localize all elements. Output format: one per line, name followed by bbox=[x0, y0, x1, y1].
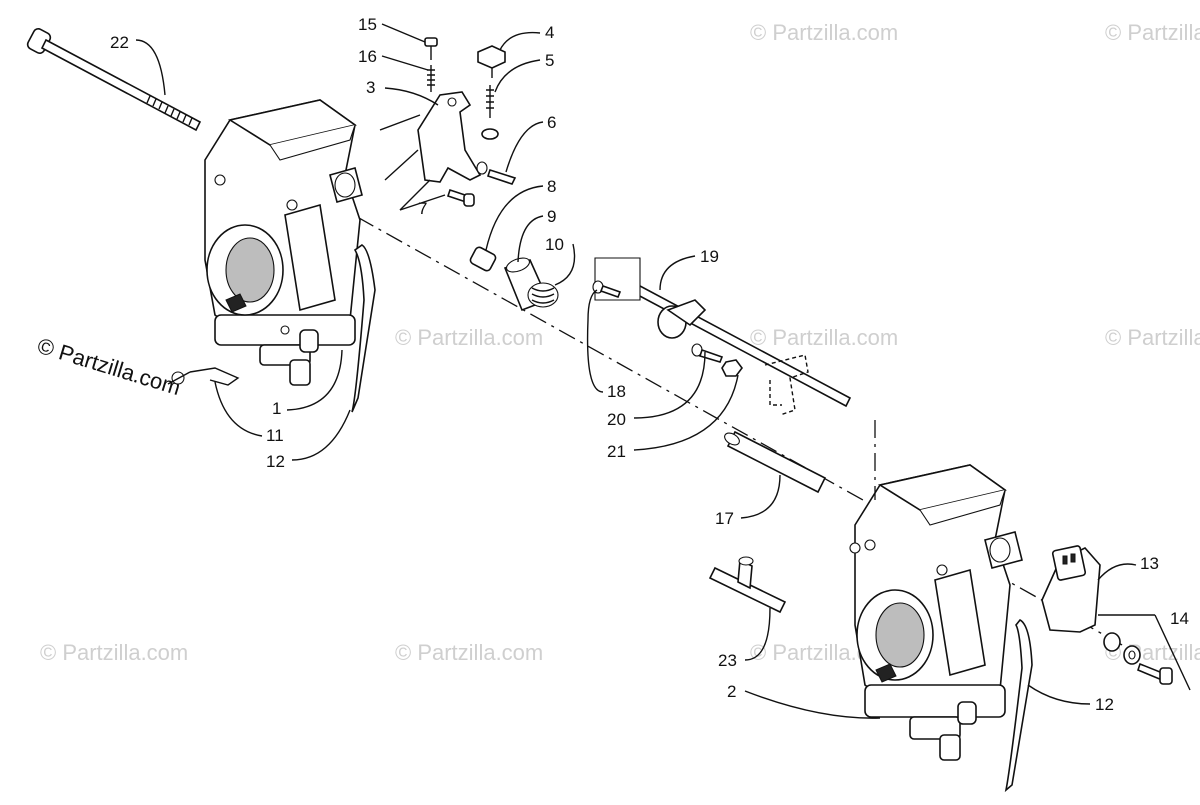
callout-12: 12 bbox=[266, 452, 285, 471]
screw-part-5 bbox=[486, 85, 494, 118]
watermark-layer: © Partzilla.com © Partzilla.com © Partzi… bbox=[40, 20, 1200, 665]
callout-21: 21 bbox=[607, 442, 626, 461]
callout-22: 22 bbox=[110, 33, 129, 52]
carburetor-part-2 bbox=[849, 464, 1023, 761]
callout-11: 11 bbox=[266, 426, 284, 445]
callout-1: 1 bbox=[272, 399, 281, 418]
callout-14: 14 bbox=[1170, 609, 1189, 628]
callout-18: 18 bbox=[607, 382, 626, 401]
screw-part-16 bbox=[427, 65, 435, 92]
linkage-phantom bbox=[764, 354, 809, 416]
callout-20: 20 bbox=[607, 410, 626, 429]
callout-2: 2 bbox=[727, 682, 736, 701]
screw-part-18 bbox=[592, 280, 622, 299]
callout-5: 5 bbox=[545, 51, 554, 70]
bracket-part-3 bbox=[417, 91, 482, 183]
spring-part-10 bbox=[527, 282, 559, 308]
callout-23: 23 bbox=[718, 651, 737, 670]
screw-part-15 bbox=[424, 37, 438, 60]
callout-3: 3 bbox=[366, 78, 375, 97]
nut-part-21 bbox=[721, 359, 743, 377]
watermark-text: © Partzilla.com bbox=[750, 20, 898, 45]
callout-4: 4 bbox=[545, 23, 554, 42]
sensor-part-13 bbox=[1041, 545, 1101, 633]
callout-17: 17 bbox=[715, 509, 734, 528]
callout-12: 12 bbox=[1095, 695, 1114, 714]
fastener-set-part-14 bbox=[1098, 614, 1191, 691]
watermark-text: © Partzilla.com bbox=[1105, 325, 1200, 350]
callout-labels: 22 15 16 3 4 5 6 7 8 9 10 19 18 20 21 1 … bbox=[110, 15, 1189, 714]
callout-6: 6 bbox=[547, 113, 556, 132]
washer-part-6 bbox=[481, 128, 499, 140]
screw-part-20 bbox=[691, 343, 724, 363]
long-bolt-part-22 bbox=[26, 28, 202, 132]
bracket-hole bbox=[447, 97, 457, 107]
callout-16: 16 bbox=[358, 47, 377, 66]
bushing-part-8 bbox=[469, 246, 497, 272]
callout-9: 9 bbox=[547, 207, 556, 226]
leader-lines bbox=[135, 23, 1137, 719]
callout-10: 10 bbox=[545, 235, 564, 254]
watermark-text: © Partzilla.com bbox=[750, 325, 898, 350]
partzilla-watermark: © Partzilla.com bbox=[35, 333, 184, 400]
assembly-axis-line bbox=[299, 184, 1141, 656]
throttle-shaft-part-19 bbox=[594, 257, 852, 408]
tee-fitting-part-23 bbox=[708, 556, 787, 614]
callout-8: 8 bbox=[547, 177, 556, 196]
screw-part-6 bbox=[476, 161, 517, 185]
watermark-text: © Partzilla.com bbox=[40, 640, 188, 665]
carburetor-part-1 bbox=[204, 99, 363, 386]
screw-part-7 bbox=[446, 188, 475, 207]
spring-clip-part-11 bbox=[167, 367, 240, 386]
callout-7: 7 bbox=[418, 199, 427, 218]
callout-19: 19 bbox=[700, 247, 719, 266]
watermark-text: © Partzilla.com bbox=[1105, 20, 1200, 45]
watermark-text: © Partzilla.com bbox=[395, 325, 543, 350]
leader-7 bbox=[399, 194, 446, 211]
fuel-hose-part-12-left bbox=[351, 244, 376, 413]
callout-13: 13 bbox=[1140, 554, 1159, 573]
watermark-text: © Partzilla.com bbox=[395, 640, 543, 665]
adjuster-knob-part-4 bbox=[477, 45, 506, 78]
fuel-hose-part-12-right bbox=[1004, 618, 1033, 793]
tube-part-17 bbox=[724, 430, 827, 494]
callout-15: 15 bbox=[358, 15, 377, 34]
